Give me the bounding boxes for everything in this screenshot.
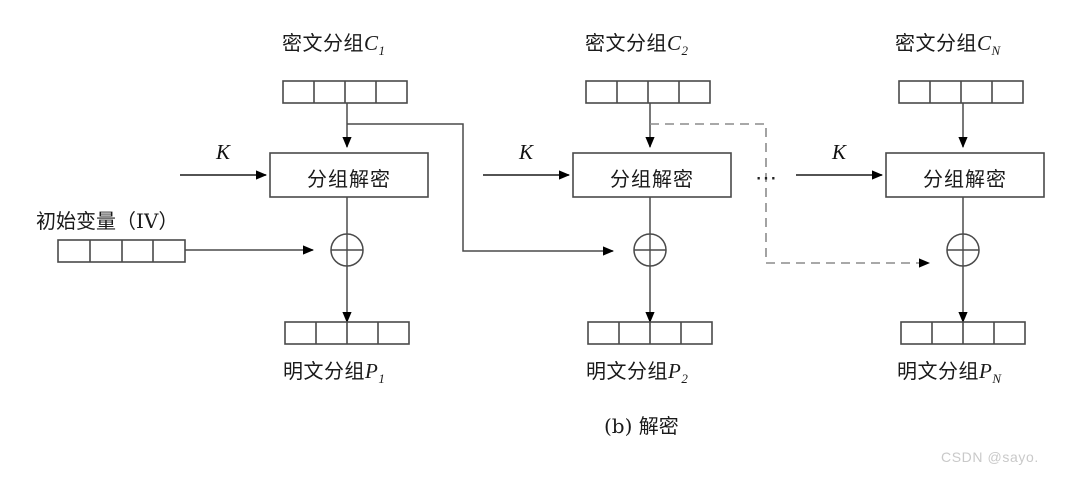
xor-gate-n <box>946 233 980 267</box>
xor-gate-2 <box>633 233 667 267</box>
plaintext-label-2-subscript: 2 <box>681 371 689 387</box>
plaintext-label-1-subscript: 1 <box>378 371 386 387</box>
plaintext-label-2-symbol: P <box>668 359 682 383</box>
ciphertext-label-1: 密文分组C1 <box>282 27 386 59</box>
plaintext-label-n-prefix: 明文分组 <box>897 359 979 383</box>
key-label-2: K <box>519 140 534 164</box>
ciphertext-block-n <box>898 80 1024 104</box>
ciphertext-label-2-prefix: 密文分组 <box>585 31 667 55</box>
feedback-path-c1-to-xor2 <box>347 123 614 256</box>
ciphertext-label-2-subscript: 2 <box>681 43 689 59</box>
key-label-1: K <box>216 140 231 164</box>
plaintext-label-n: 明文分组PN <box>897 355 1002 387</box>
iv-label: 初始变量（IV） <box>36 209 179 233</box>
plaintext-label-2: 明文分组P2 <box>586 355 688 387</box>
decrypt-box-2 <box>572 152 732 198</box>
ciphertext-label-1-symbol: C <box>364 31 379 55</box>
xor-gate-1 <box>330 233 364 267</box>
plaintext-block-2 <box>587 321 713 345</box>
plaintext-block-1 <box>284 321 410 345</box>
key-label-n: K <box>832 140 847 164</box>
decrypt-box-n-label: 分组解密 <box>923 167 1007 191</box>
plaintext-label-1-prefix: 明文分组 <box>283 359 365 383</box>
plaintext-label-1: 明文分组P1 <box>283 355 385 387</box>
ciphertext-label-1-subscript: 1 <box>378 43 386 59</box>
decrypt-box-1 <box>269 152 429 198</box>
ciphertext-label-2-symbol: C <box>667 31 682 55</box>
decrypt-box-2-label: 分组解密 <box>610 167 694 191</box>
feedback-path-c2-to-xorn-dashed <box>650 123 930 268</box>
ciphertext-label-2: 密文分组C2 <box>585 27 689 59</box>
ciphertext-label-1-prefix: 密文分组 <box>282 31 364 55</box>
column-2-graphics <box>483 80 930 345</box>
plaintext-label-n-symbol: P <box>979 359 993 383</box>
sequence-ellipsis: ⋯ <box>755 165 779 190</box>
decrypt-box-n <box>885 152 1045 198</box>
column-1-graphics <box>180 80 614 345</box>
ciphertext-label-n-subscript: N <box>991 43 1001 59</box>
ciphertext-label-n: 密文分组CN <box>895 27 1001 59</box>
ciphertext-block-2 <box>585 80 711 104</box>
plaintext-label-n-subscript: N <box>992 371 1002 387</box>
decrypt-box-1-label: 分组解密 <box>307 167 391 191</box>
figure-caption: (b) 解密 <box>604 414 679 438</box>
column-n-graphics <box>796 80 1045 345</box>
iv-block-graphics <box>57 239 186 263</box>
plaintext-block-n <box>900 321 1026 345</box>
ciphertext-label-n-symbol: C <box>977 31 992 55</box>
plaintext-label-1-symbol: P <box>365 359 379 383</box>
ciphertext-label-n-prefix: 密文分组 <box>895 31 977 55</box>
csdn-watermark: CSDN @sayo. <box>941 449 1039 465</box>
ciphertext-block-1 <box>282 80 408 104</box>
plaintext-label-2-prefix: 明文分组 <box>586 359 668 383</box>
